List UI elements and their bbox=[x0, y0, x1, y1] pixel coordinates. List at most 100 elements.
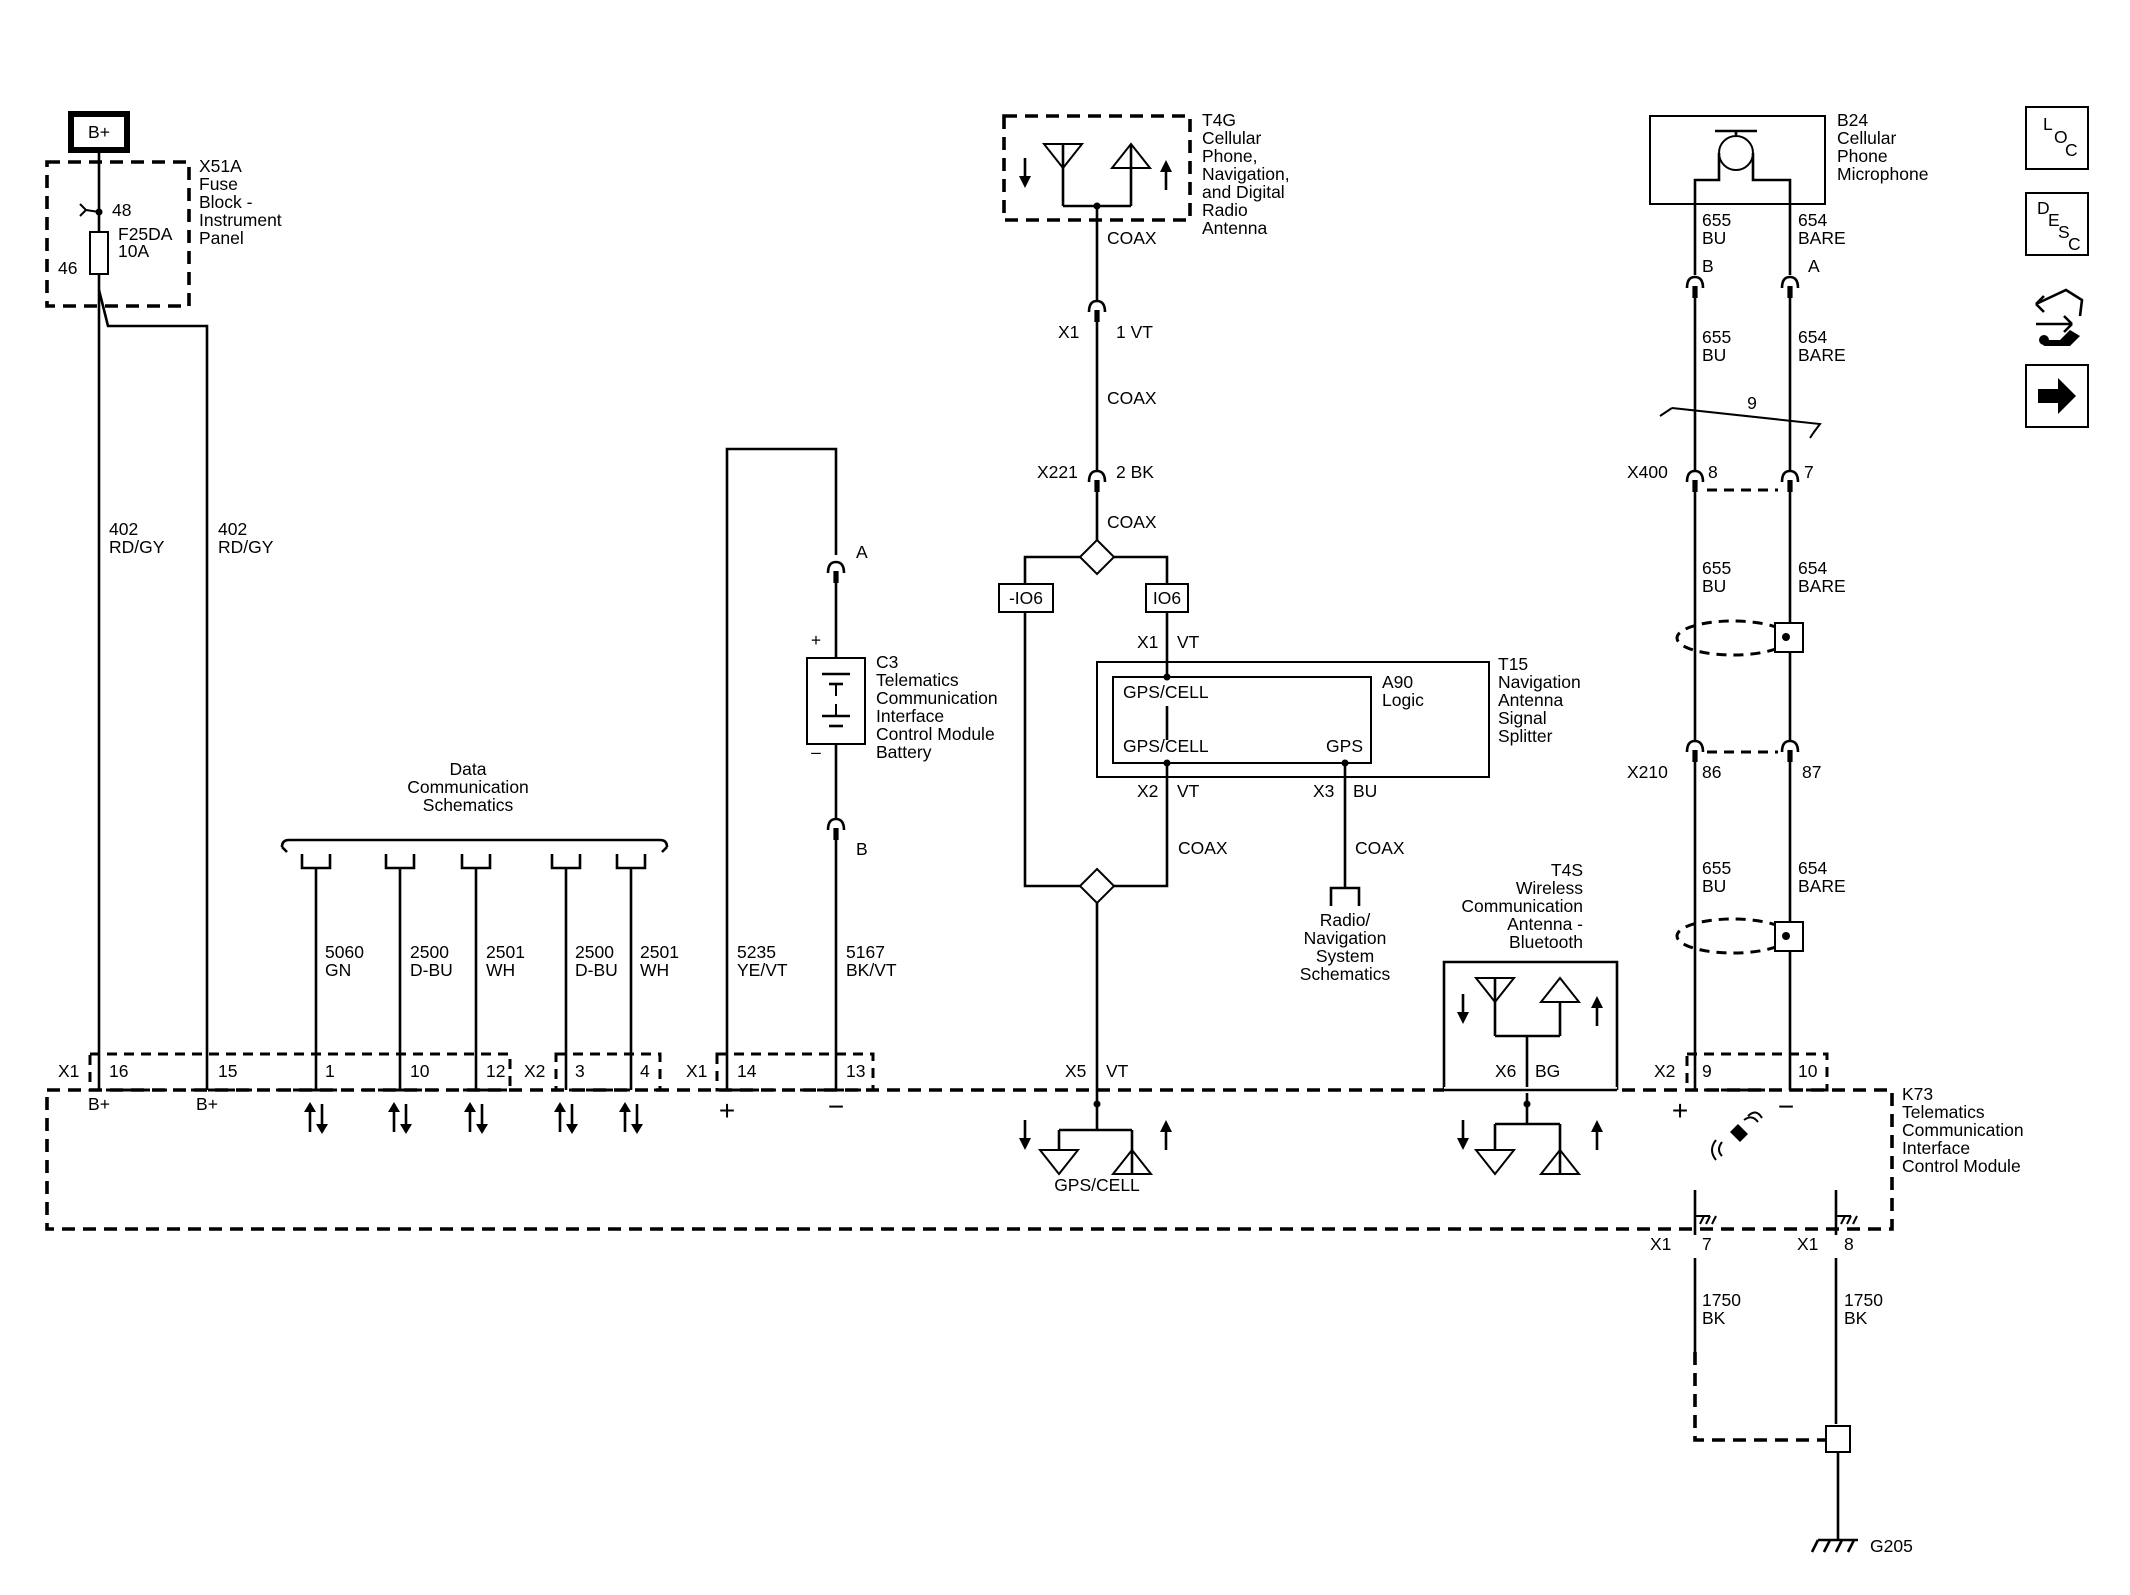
wire-2501b-color: WH bbox=[640, 960, 669, 980]
wire-654-circuit-4: 654 bbox=[1798, 858, 1827, 878]
coax-label-1: COAX bbox=[1107, 228, 1157, 248]
antenna-t4g-name-7: Antenna bbox=[1202, 218, 1267, 238]
shield-2 bbox=[1675, 917, 1804, 955]
radio-nav-line-3: System bbox=[1316, 946, 1374, 966]
ground-circuit: X1 7 X1 8 1750 BK 1750 BK G205 bbox=[1650, 1190, 1913, 1556]
splitter-gps-cell-top: GPS/CELL bbox=[1123, 682, 1209, 702]
antenna-t4g-name-1: T4G bbox=[1202, 110, 1236, 130]
bluetooth-antenna-symbol bbox=[1455, 1104, 1605, 1176]
wire-1750-circuit-2: 1750 bbox=[1844, 1290, 1883, 1310]
module-minus-10: − bbox=[1778, 1091, 1794, 1122]
wire-402-pin15: 402 RD/GY bbox=[97, 289, 274, 1090]
splitter-t15: GPS/CELL GPS/CELL GPS A90 Logic T15 Navi… bbox=[1096, 654, 1581, 778]
battery-minus: – bbox=[811, 742, 821, 762]
pin-10: 10 bbox=[410, 1061, 430, 1081]
desc-button[interactable]: D E S C bbox=[2025, 192, 2089, 256]
x5-connector: X5 bbox=[1065, 1061, 1086, 1081]
t15-x2-pin: VT bbox=[1177, 781, 1200, 801]
splitter-name-2: Navigation bbox=[1498, 672, 1581, 692]
wire-1750-circuit-1: 1750 bbox=[1702, 1290, 1741, 1310]
loc-l: L bbox=[2043, 114, 2053, 134]
io6-neg-label: -IO6 bbox=[1009, 588, 1043, 608]
module-name-5: Control Module bbox=[1902, 1156, 2021, 1176]
fuse-block-name-4: Instrument bbox=[199, 210, 282, 230]
fuse-f25da bbox=[89, 231, 109, 275]
t15-x1-pin: VT bbox=[1177, 632, 1200, 652]
wire-5167-circuit: 5167 bbox=[846, 942, 885, 962]
connector-x400: X400 8 7 bbox=[1627, 462, 1814, 494]
radio-nav-line-4: Schematics bbox=[1300, 964, 1391, 984]
wire-654-circuit-2: 654 bbox=[1798, 327, 1827, 347]
module-k73: K73 Telematics Communication Interface C… bbox=[45, 1084, 2024, 1231]
battery-pin-a: A bbox=[856, 542, 868, 562]
connector-end-view-icon[interactable] bbox=[2035, 288, 2084, 346]
antenna-t4g-name-2: Cellular bbox=[1202, 128, 1261, 148]
battery-name-1: C3 bbox=[876, 652, 898, 672]
mic-name-4: Microphone bbox=[1837, 164, 1928, 184]
mic-pin-b: B bbox=[1702, 256, 1714, 276]
data-comm-line-2: Communication bbox=[407, 777, 529, 797]
t15-x2-connector: X2 bbox=[1137, 781, 1158, 801]
wire-654-circuit-1: 654 bbox=[1798, 210, 1827, 230]
microphone-input-icon bbox=[1711, 1111, 1763, 1161]
battery-source-box: B+ bbox=[68, 111, 130, 153]
loc-c: C bbox=[2065, 140, 2078, 160]
pin-12: 12 bbox=[486, 1061, 505, 1081]
mic-pin-a: A bbox=[1808, 256, 1820, 276]
mic-name-3: Phone bbox=[1837, 146, 1888, 166]
bluetooth-name-4: Antenna - bbox=[1507, 914, 1583, 934]
wire-655-color-4: BU bbox=[1702, 876, 1726, 896]
fuse-block-name-1: X51A bbox=[199, 156, 242, 176]
wire-402-pin15-circuit: 402 bbox=[218, 519, 247, 539]
x1-1vt-connector: X1 bbox=[1058, 322, 1079, 342]
mic-name-2: Cellular bbox=[1837, 128, 1896, 148]
splitter-name-3: Antenna bbox=[1498, 690, 1563, 710]
loc-button[interactable]: L O C bbox=[2025, 106, 2089, 170]
radio-navigation-reference[interactable]: COAX Radio/ Navigation System Schematics bbox=[1300, 777, 1405, 984]
wire-2501a-circuit: 2501 bbox=[486, 942, 525, 962]
x400-pin-8: 8 bbox=[1708, 462, 1718, 482]
desc-e: E bbox=[2048, 210, 2060, 230]
ground-x1-8-connector: X1 bbox=[1797, 1234, 1818, 1254]
coax-label-5: COAX bbox=[1355, 838, 1405, 858]
gps-cell-antenna-symbol: GPS/CELL bbox=[1017, 1104, 1174, 1195]
battery-name-5: Control Module bbox=[876, 724, 995, 744]
wire-1750-color-2: BK bbox=[1844, 1308, 1868, 1328]
wire-402-pin16-color: RD/GY bbox=[109, 537, 165, 557]
desc-s: S bbox=[2058, 222, 2070, 242]
antenna-t4g-name-4: Navigation, bbox=[1202, 164, 1290, 184]
wire-2500a-circuit: 2500 bbox=[410, 942, 449, 962]
coax-label-4: COAX bbox=[1178, 838, 1228, 858]
wire-2500b-color: D-BU bbox=[575, 960, 618, 980]
t15-x3-connector: X3 bbox=[1313, 781, 1334, 801]
wire-5167-color: BK/VT bbox=[846, 960, 897, 980]
battery-name-2: Telematics bbox=[876, 670, 959, 690]
connector-x210: X210 86 87 bbox=[1627, 739, 1821, 782]
ground-x1-7-pin: 7 bbox=[1702, 1234, 1712, 1254]
x221-pin: 2 BK bbox=[1116, 462, 1154, 482]
module-connector-x2-data: X2 bbox=[524, 1052, 662, 1092]
data-communication-reference[interactable]: Data Communication Schematics bbox=[280, 759, 669, 853]
antenna-t4g-name-3: Phone, bbox=[1202, 146, 1257, 166]
desc-c: C bbox=[2068, 234, 2081, 254]
x1-1vt-pin: 1 VT bbox=[1116, 322, 1153, 342]
wire-5060-color: GN bbox=[325, 960, 351, 980]
coax-label-2: COAX bbox=[1107, 388, 1157, 408]
splitter-name-4: Signal bbox=[1498, 708, 1547, 728]
wire-2500a-color: D-BU bbox=[410, 960, 453, 980]
module-x1-label: X1 bbox=[58, 1061, 79, 1081]
ground-x1-8-pin: 8 bbox=[1844, 1234, 1854, 1254]
wire-654-color-3: BARE bbox=[1798, 576, 1846, 596]
io6-neg-label-box: -IO6 bbox=[998, 583, 1054, 613]
x210-name: X210 bbox=[1627, 762, 1668, 782]
ground-g205-label: G205 bbox=[1870, 1536, 1913, 1556]
module-connector-x1-battery: X1 bbox=[686, 1052, 875, 1092]
twist-count: 9 bbox=[1747, 393, 1757, 413]
x221-connector: X221 bbox=[1037, 462, 1078, 482]
pin-3: 3 bbox=[575, 1061, 585, 1081]
wire-655-circuit-1: 655 bbox=[1702, 210, 1731, 230]
wire-402-pin15-color: RD/GY bbox=[218, 537, 274, 557]
t15-x3-pin: BU bbox=[1353, 781, 1377, 801]
battery-name-3: Communication bbox=[876, 688, 998, 708]
next-page-button[interactable] bbox=[2025, 364, 2089, 428]
